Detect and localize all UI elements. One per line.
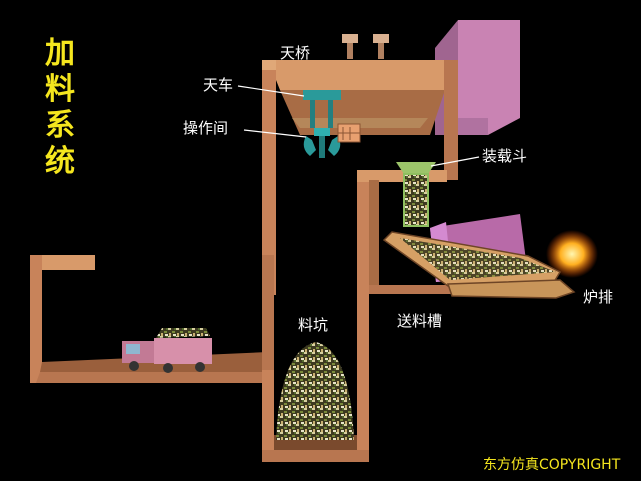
crane-grab bbox=[303, 90, 341, 158]
label-feed-chute: 送料槽 bbox=[397, 312, 443, 330]
leader-zhuangzaidou bbox=[430, 156, 480, 167]
label-bridge: 天桥 bbox=[280, 44, 311, 62]
feed-conveyor bbox=[382, 231, 576, 299]
left-pit-wall-upper bbox=[262, 255, 274, 380]
roof-vents bbox=[342, 34, 389, 59]
label-control-room: 操作间 bbox=[183, 119, 229, 137]
copyright-text: 东方仿真COPYRIGHT bbox=[483, 457, 621, 473]
diagram-title: 加料系统 bbox=[45, 36, 75, 179]
label-crane: 天车 bbox=[203, 76, 234, 94]
label-grate: 炉排 bbox=[583, 288, 614, 306]
bridge-structure bbox=[262, 60, 458, 295]
unloading-hall bbox=[30, 255, 268, 383]
garbage-pit bbox=[262, 170, 369, 462]
garbage-truck bbox=[122, 328, 212, 373]
control-room bbox=[337, 123, 361, 143]
label-garbage-pit: 料坑 bbox=[298, 316, 329, 334]
label-loading-hopper: 装载斗 bbox=[482, 147, 528, 165]
leader-caozuojian bbox=[243, 129, 307, 138]
crane-rail bbox=[292, 118, 428, 128]
loading-hopper bbox=[396, 162, 436, 227]
leader-lines bbox=[237, 85, 480, 167]
leader-tianche bbox=[237, 85, 305, 97]
